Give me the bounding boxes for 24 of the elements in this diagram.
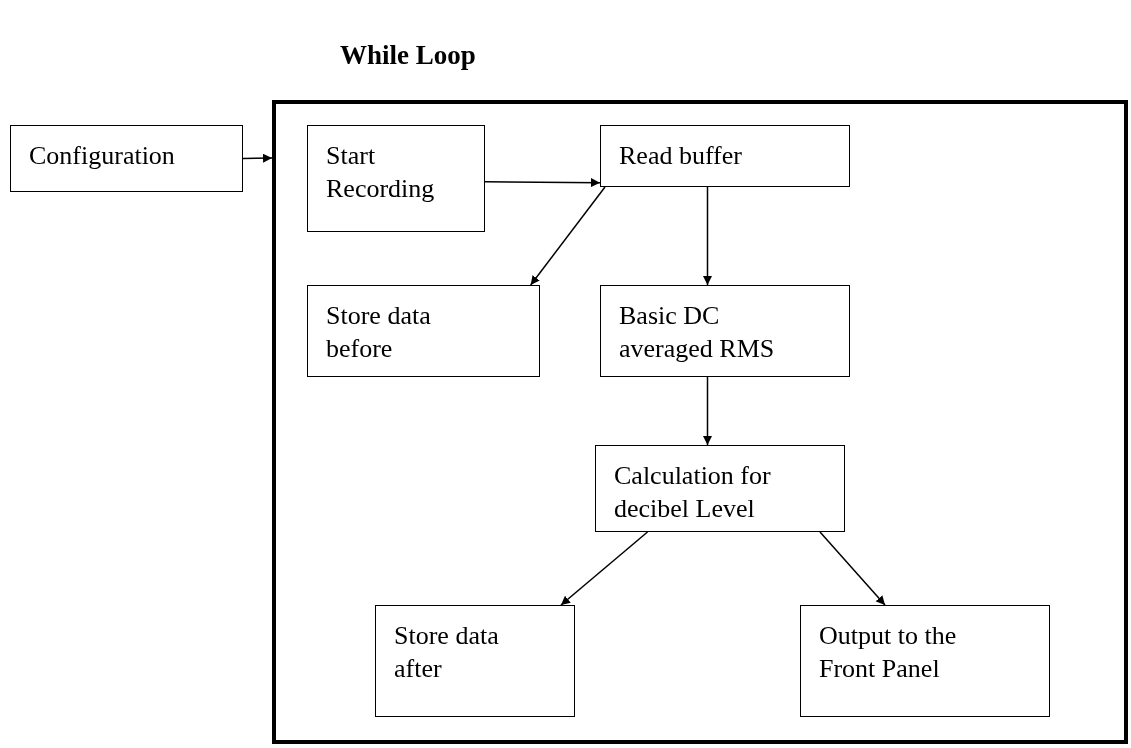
arrow (703, 186, 712, 286)
node-label: Store data after (394, 620, 500, 685)
node-label: Store data before (326, 300, 432, 365)
process-box (307, 125, 485, 232)
node-label: Configuration (29, 140, 176, 172)
process-box (10, 125, 243, 192)
process-box (595, 445, 845, 532)
arrow (242, 153, 273, 163)
process-box (307, 285, 540, 377)
process-box (600, 125, 850, 187)
process-box (800, 605, 1050, 717)
loop-heading: While Loop (340, 40, 476, 71)
arrow (819, 531, 886, 606)
node-label: Output to the Front Panel (819, 620, 958, 685)
arrow (703, 376, 712, 446)
arrow (484, 178, 601, 188)
arrow (560, 531, 649, 606)
node-label: Read buffer (619, 140, 743, 172)
process-box (375, 605, 575, 717)
arrow (529, 186, 606, 286)
node-label: Start Recording (326, 140, 436, 205)
node-label: Basic DC averaged RMS (619, 300, 776, 365)
node-label: Calculation for decibel Level (614, 460, 772, 525)
process-box (600, 285, 850, 377)
